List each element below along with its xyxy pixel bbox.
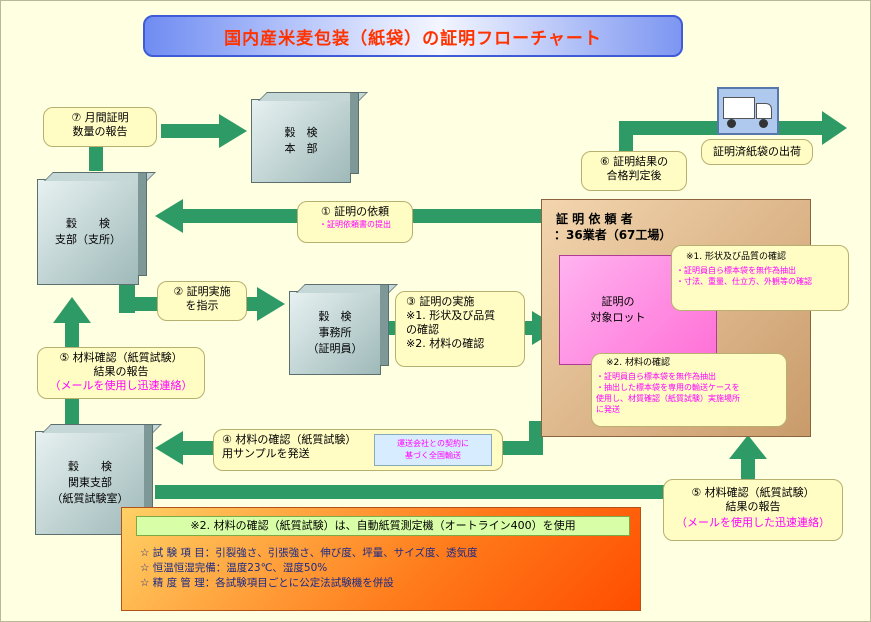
note-3-perform: ③ 証明の実施 ※1. 形状及び品質 の確認 ※2. 材料の確認 xyxy=(395,291,525,367)
check-1-title: ※1. 形状及び品質の確認 xyxy=(686,252,786,262)
requester-count: ：36業者（67工場） xyxy=(554,228,672,242)
honbu-node: 穀 検 本 部 xyxy=(251,92,359,183)
footer-line-2: ☆ 恒温恒湿完備：温度23℃、湿度50% xyxy=(140,562,328,574)
note-7-monthly-report: ⑦ 月間証明 数量の報告 xyxy=(43,107,157,147)
check-2-title: ※2. 材料の確認 xyxy=(606,358,670,368)
footer-lines: ☆ 試 験 項 目：引裂強さ、引張強さ、伸び度、坪量、サイズ度、透気度 ☆ 恒温… xyxy=(140,546,477,591)
note-5-right-main: ⑤ 材料確認（紙質試験） 結果の報告 xyxy=(691,486,815,513)
shibu-node: 穀 検 支部（支所） xyxy=(37,172,147,285)
note-4-inner: 運送会社との契約に 基づく全国輸送 xyxy=(374,434,492,466)
check-2-item-1: ・証明員自ら標本袋を無作為抽出 xyxy=(596,372,716,381)
footer-header: ※2. 材料の確認（紙質試験）は、自動紙質測定機（オートライン400）を使用 xyxy=(136,516,630,536)
note-1-main: ① 証明の依頼 xyxy=(320,205,390,218)
note-5-left: ⑤ 材料確認（紙質試験） 結果の報告 （メールを使用し迅速連絡） xyxy=(37,347,205,399)
note-6-after-judgement: ⑥ 証明結果の 合格判定後 xyxy=(581,151,687,191)
footer-box: ※2. 材料の確認（紙質試験）は、自動紙質測定機（オートライン400）を使用 ☆… xyxy=(121,507,641,611)
check-1-item-2: ・寸法、重量、仕立方、外観等の確認 xyxy=(676,277,812,286)
check-1-item-1: ・証明員自ら標本袋を無作為抽出 xyxy=(676,266,796,275)
note-5-left-sub: （メールを使用し迅速連絡） xyxy=(49,379,193,392)
check-1-box: ※1. 形状及び品質の確認 ・証明員自ら標本袋を無作為抽出 ・寸法、重量、仕立方… xyxy=(671,245,849,311)
note-4-main: ④ 材料の確認（紙質試験） 用サンプルを発送 xyxy=(222,433,357,460)
footer-line-1: ☆ 試 験 項 目：引裂強さ、引張強さ、伸び度、坪量、サイズ度、透気度 xyxy=(140,547,478,559)
page-title: 国内産米麦包装（紙袋）の証明フローチャート xyxy=(143,15,683,57)
truck-icon xyxy=(717,87,779,135)
note-1-request: ① 証明の依頼 ・証明依頼書の提出 xyxy=(297,201,413,243)
jimusho-node: 穀 検 事務所 （証明員） xyxy=(289,284,389,375)
note-5-right: ⑤ 材料確認（紙質試験） 結果の報告 （メールを使用した迅速連絡） xyxy=(663,479,843,541)
check-2-item-2: ・抽出した標本袋を専用の輸送ケースを 使用し、材質確認（紙質試験）実施場所 に発… xyxy=(596,383,740,414)
note-5-left-main: ⑤ 材料確認（紙質試験） 結果の報告 xyxy=(59,351,183,378)
footer-line-3: ☆ 精 度 管 理：各試験項目ごとに公定法試験機を併設 xyxy=(140,577,394,589)
note-4-send-sample: ④ 材料の確認（紙質試験） 用サンプルを発送 運送会社との契約に 基づく全国輸送 xyxy=(213,429,503,471)
requester-label: 証 明 依 頼 者 xyxy=(556,212,633,226)
check-2-box: ※2. 材料の確認 ・証明員自ら標本袋を無作為抽出 ・抽出した標本袋を専用の輸送… xyxy=(591,353,787,427)
note-5-right-sub: （メールを使用した迅速連絡） xyxy=(676,516,830,529)
note-2-instruct: ② 証明実施 を指示 xyxy=(157,281,247,321)
note-shipping: 証明済紙袋の出荷 xyxy=(701,139,813,165)
note-1-sub: ・証明依頼書の提出 xyxy=(319,220,391,229)
